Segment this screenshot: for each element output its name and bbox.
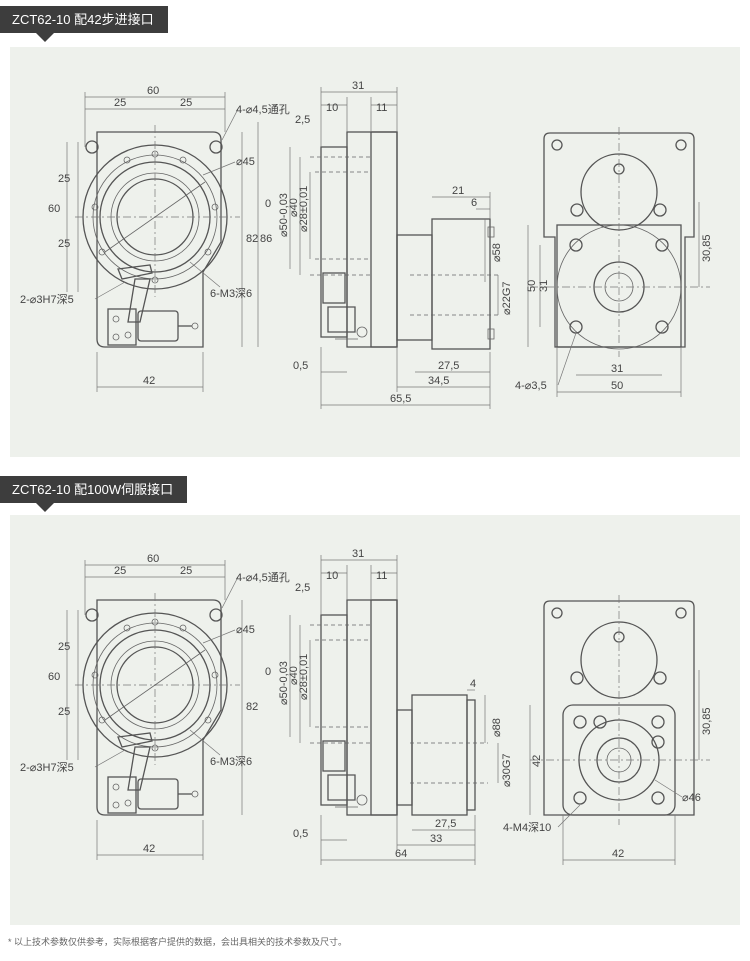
technical-drawing-bottom: 60 25 25 4-⌀4,5通孔 ⌀45 60 25 25 0 82 6-M3… [20, 548, 713, 865]
dim-width-42-b: 42 [143, 843, 155, 855]
dim-d28-b: ⌀28±0,01 [298, 654, 310, 700]
dim-2-5: 2,5 [295, 114, 310, 126]
dim-height-25-top-b: 25 [58, 641, 70, 653]
drawing-panel-bottom: 60 25 25 4-⌀4,5通孔 ⌀45 60 25 25 0 82 6-M3… [10, 515, 740, 925]
dim-4-b: 4 [470, 678, 476, 690]
dim-d22: ⌀22G7 [501, 281, 513, 315]
label-d45: ⌀45 [236, 156, 255, 168]
dim-rear-50: 50 [526, 280, 538, 292]
label-holes-b: 4-⌀4,5通孔 [236, 571, 290, 584]
dim-width-25-left: 25 [114, 97, 126, 109]
dim-11-b: 11 [376, 570, 387, 582]
dim-0-5-b: 0,5 [293, 828, 308, 840]
front-view: 60 25 25 4-⌀4,5通孔 ⌀45 60 25 25 0 82 86 6… [20, 85, 290, 392]
dim-30-85: 30,85 [701, 234, 713, 262]
dim-zero-b: 0 [265, 666, 271, 678]
rear-view: 30,85 50 31 31 50 4-⌀3,5 [515, 127, 713, 397]
dim-height-25-bottom-b: 25 [58, 706, 70, 718]
dim-65-5: 65,5 [390, 393, 411, 405]
dim-rear-42-v: 42 [531, 755, 543, 767]
label-d45-b: ⌀45 [236, 624, 255, 636]
dim-27-5-b: 27,5 [435, 818, 456, 830]
front-view-bottom: 60 25 25 4-⌀4,5通孔 ⌀45 60 25 25 0 82 6-M3… [20, 553, 290, 860]
dim-2-5-b: 2,5 [295, 582, 310, 594]
label-pin: 2-⌀3H7深5 [20, 293, 74, 306]
label-rear-holes-b: 4-M4深10 [503, 821, 551, 834]
dim-rear-31-h: 31 [611, 363, 623, 375]
dim-width-60-b: 60 [147, 553, 159, 565]
footnote: * 以上技术参数仅供参考，实际根据客户提供的数据，会出具相关的技术参数及尺寸。 [8, 937, 348, 947]
dim-rear-42-h: 42 [612, 848, 624, 860]
dim-21: 21 [452, 185, 464, 197]
side-view-bottom: 31 10 11 2,5 ⌀50-0,03 ⌀40 ⌀28±0,01 4 ⌀88… [278, 548, 513, 865]
label-pin-b: 2-⌀3H7深5 [20, 761, 74, 774]
label-rear-holes: 4-⌀3,5 [515, 380, 547, 392]
dim-d50: ⌀50-0,03 [278, 193, 290, 237]
technical-drawing-top: 60 25 25 4-⌀4,5通孔 ⌀45 60 25 25 0 82 86 6… [20, 80, 713, 409]
dim-width-25-left-b: 25 [114, 565, 126, 577]
dim-height-82-b: 82 [246, 701, 258, 713]
dim-d50-b: ⌀50-0,03 [278, 661, 290, 705]
drawing-panel-top: 60 25 25 4-⌀4,5通孔 ⌀45 60 25 25 0 82 86 6… [10, 47, 740, 457]
side-view: 31 10 11 2,5 ⌀50-0,03 ⌀40 ⌀28±0,01 21 6 … [278, 80, 513, 409]
dim-height-60-b: 60 [48, 671, 60, 683]
dim-30-85-b: 30,85 [701, 707, 713, 735]
dim-height-86: 86 [260, 233, 272, 245]
dim-10: 10 [326, 102, 338, 114]
dim-d40: ⌀40 [288, 198, 300, 217]
dim-rear-50-h: 50 [611, 380, 623, 392]
label-m3-b: 6-M3深6 [210, 755, 252, 768]
label-d46: ⌀46 [682, 792, 701, 804]
dim-zero: 0 [265, 198, 271, 210]
dim-height-82: 82 [246, 233, 258, 245]
label-holes: 4-⌀4,5通孔 [236, 103, 290, 116]
dim-width-60: 60 [147, 85, 159, 97]
dim-31-b: 31 [352, 548, 364, 560]
dim-d40-b: ⌀40 [288, 666, 300, 685]
section-title-top: ZCT62-10 配42步进接口 [0, 6, 168, 42]
dim-64-b: 64 [395, 848, 407, 860]
dim-height-60: 60 [48, 203, 60, 215]
dim-height-25-bottom: 25 [58, 238, 70, 250]
dim-33-b: 33 [430, 833, 442, 845]
dim-d88-b: ⌀88 [491, 718, 503, 737]
dim-d30-b: ⌀30G7 [501, 753, 513, 787]
section-title-bottom: ZCT62-10 配100W伺服接口 [0, 476, 188, 512]
rear-view-bottom: 30,85 42 ⌀46 4-M4深10 42 [503, 595, 713, 865]
dim-27-5: 27,5 [438, 360, 459, 372]
dim-34-5: 34,5 [428, 375, 449, 387]
label-m3: 6-M3深6 [210, 287, 252, 300]
dim-d28: ⌀28±0,01 [298, 186, 310, 232]
dim-width-25-right: 25 [180, 97, 192, 109]
dim-11: 11 [376, 102, 387, 114]
dim-width-42: 42 [143, 375, 155, 387]
dim-rear-31-v: 31 [538, 280, 550, 292]
dim-height-25-top: 25 [58, 173, 70, 185]
dim-10-b: 10 [326, 570, 338, 582]
dim-d58: ⌀58 [491, 243, 503, 262]
dim-6: 6 [471, 197, 477, 209]
dim-width-25-right-b: 25 [180, 565, 192, 577]
dim-0-5: 0,5 [293, 360, 308, 372]
dim-31: 31 [352, 80, 364, 92]
